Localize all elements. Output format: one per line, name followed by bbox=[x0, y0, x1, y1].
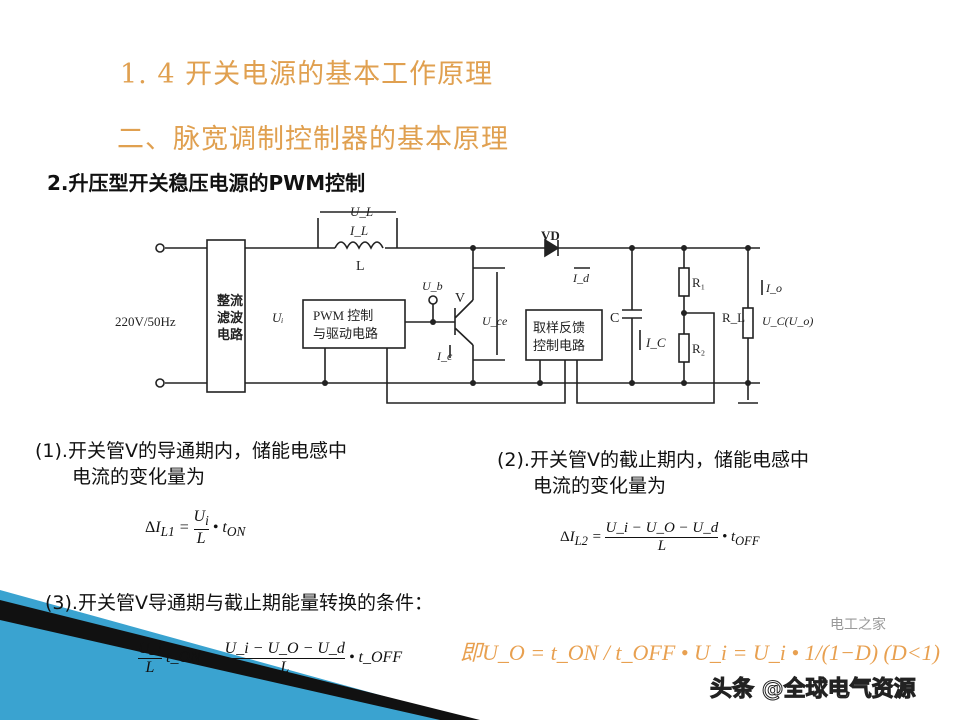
wires bbox=[155, 211, 763, 404]
slide-title: 1. 4 开关电源的基本工作原理 bbox=[120, 59, 494, 90]
svg-text:I_C: I_C bbox=[645, 335, 666, 350]
svg-text:V: V bbox=[455, 291, 465, 306]
svg-text:控制电路: 控制电路 bbox=[533, 338, 585, 353]
formula-4: 即U_O = t_ON / t_OFF • U_i = U_i • 1/(1−D… bbox=[460, 640, 940, 665]
svg-text:R_L: R_L bbox=[722, 310, 745, 325]
slide-subtitle: 二、脉宽调制控制器的基本原理 bbox=[117, 124, 509, 155]
svg-text:U_C(U_o): U_C(U_o) bbox=[762, 314, 813, 328]
svg-text:与驱动电路: 与驱动电路 bbox=[313, 326, 378, 341]
svg-text:电路: 电路 bbox=[217, 327, 244, 342]
svg-text:整流: 整流 bbox=[216, 293, 243, 308]
svg-text:L: L bbox=[356, 259, 365, 274]
watermark: 头条 @全球电气资源 bbox=[710, 677, 917, 703]
svg-text:C: C bbox=[610, 311, 619, 326]
section-heading: 2.升压型开关稳压电源的PWM控制 bbox=[47, 171, 366, 195]
diode bbox=[544, 238, 560, 258]
decor-triangle bbox=[0, 590, 470, 720]
item-1: (1).开关管V的导通期内，储能电感中 bbox=[35, 440, 347, 462]
item-1-line2: 电流的变化量为 bbox=[72, 466, 206, 488]
svg-text:取样反馈: 取样反馈 bbox=[533, 320, 585, 335]
svg-text:PWM 控制: PWM 控制 bbox=[313, 308, 373, 323]
svg-text:R₂: R₂ bbox=[692, 341, 705, 356]
watermark-secondary: 电工之家 bbox=[830, 617, 886, 633]
item-3: (3).开关管V导通期与截止期能量转换的条件： bbox=[45, 592, 433, 614]
svg-text:R₁: R₁ bbox=[692, 275, 705, 290]
input-label: 220V/50Hz bbox=[115, 314, 176, 329]
item-2: (2).开关管V的截止期内，储能电感中 bbox=[497, 449, 809, 471]
capacitor bbox=[622, 248, 642, 383]
svg-text:U_b: U_b bbox=[422, 279, 443, 293]
svg-text:滤波: 滤波 bbox=[217, 310, 244, 325]
svg-text:Uᵢ: Uᵢ bbox=[272, 310, 283, 325]
svg-text:U_L: U_L bbox=[350, 204, 373, 219]
svg-text:I_d: I_d bbox=[572, 271, 590, 285]
svg-text:I_o: I_o bbox=[765, 281, 782, 295]
svg-text:VD: VD bbox=[541, 228, 560, 243]
svg-text:I_c: I_c bbox=[436, 349, 453, 363]
item-2-line2: 电流的变化量为 bbox=[533, 475, 667, 497]
inductor bbox=[334, 241, 384, 250]
svg-text:U_ce: U_ce bbox=[482, 314, 508, 328]
svg-text:I_L: I_L bbox=[349, 223, 368, 238]
